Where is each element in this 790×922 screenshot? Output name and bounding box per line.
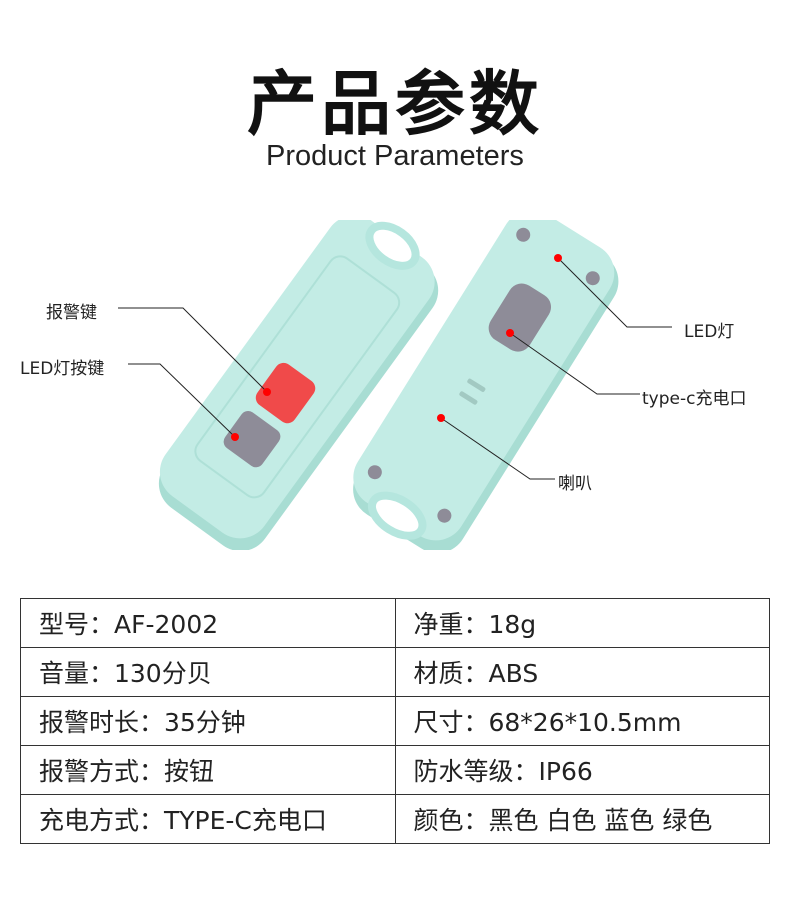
- callout-typec-port: type-c充电口: [642, 389, 747, 409]
- spec-cell: 报警方式：按钮: [20, 745, 396, 795]
- callout-alarm-button: 报警键: [46, 303, 97, 323]
- table-row: 报警时长：35分钟尺寸：68*26*10.5mm: [20, 696, 770, 746]
- page-subtitle: Product Parameters: [266, 140, 524, 172]
- callout-led-button: LED灯按键: [20, 359, 105, 379]
- marker-dots: [231, 254, 562, 441]
- spec-cell: 充电方式：TYPE-C充电口: [20, 794, 396, 844]
- product-image: [118, 220, 672, 550]
- table-row: 报警方式：按钮防水等级：IP66: [20, 745, 770, 795]
- spec-cell: 材质：ABS: [394, 647, 770, 697]
- spec-cell: 颜色：黑色 白色 蓝色 绿色: [394, 794, 770, 844]
- device-front: [158, 220, 439, 550]
- spec-cell: 报警时长：35分钟: [20, 696, 396, 746]
- product-illustration: [0, 220, 790, 550]
- spec-cell: 净重：18g: [394, 598, 770, 648]
- spec-cell: 型号：AF-2002: [20, 598, 396, 648]
- typec-port-shape: [488, 283, 552, 352]
- page-title: 产品参数: [247, 63, 543, 145]
- table-row: 音量：130分贝材质：ABS: [20, 647, 770, 697]
- device-back: [353, 220, 619, 550]
- callout-speaker: 喇叭: [558, 474, 592, 494]
- spec-cell: 防水等级：IP66: [394, 745, 770, 795]
- spec-cell: 尺寸：68*26*10.5mm: [394, 696, 770, 746]
- callout-led-light: LED灯: [684, 322, 735, 342]
- spec-cell: 音量：130分贝: [20, 647, 396, 697]
- table-row: 充电方式：TYPE-C充电口颜色：黑色 白色 蓝色 绿色: [20, 794, 770, 844]
- led-button-shape: [223, 410, 281, 468]
- alarm-button-shape: [255, 362, 316, 424]
